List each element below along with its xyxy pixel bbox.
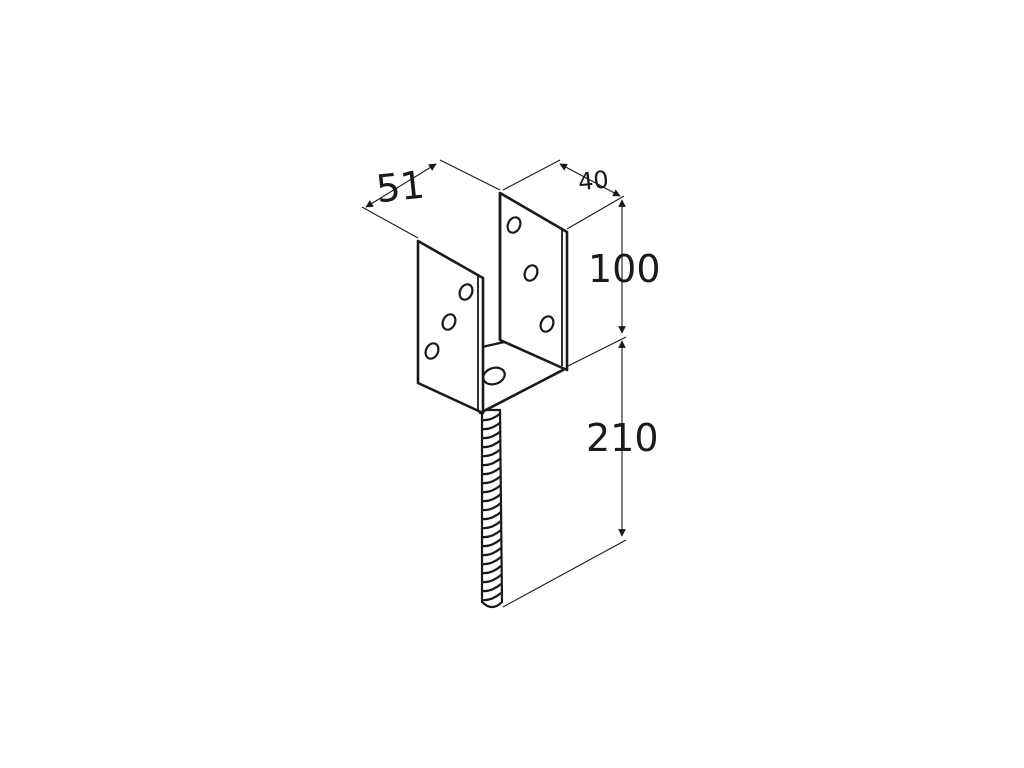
rod-thread	[481, 502, 502, 512]
rod-thread	[481, 511, 502, 521]
front-flange	[416, 239, 485, 415]
back-hole-2	[523, 264, 539, 282]
rod-thread	[481, 466, 502, 476]
rod-thread	[481, 565, 502, 575]
dim-51-extension-left	[361, 206, 419, 239]
back-hole-1	[506, 216, 522, 234]
rod-thread	[481, 439, 502, 449]
rod-thread	[481, 493, 502, 503]
dim-40-extension-left	[502, 159, 561, 191]
rod-thread	[481, 430, 502, 440]
dim-label-100: 100	[588, 247, 661, 291]
dimension-lines	[361, 159, 627, 608]
rod-thread	[481, 457, 502, 467]
rod-thread	[481, 475, 502, 485]
rod-thread	[481, 484, 502, 494]
dim-label-40: 40	[577, 165, 610, 196]
rod-thread	[481, 421, 502, 431]
front-hole-1	[458, 283, 474, 301]
dim-40-line	[559, 163, 621, 197]
rod-threads	[481, 412, 502, 602]
back-flange	[498, 191, 569, 372]
dim-100-extension-bottom	[565, 336, 627, 368]
threaded-rod	[480, 408, 504, 609]
rod-thread	[481, 538, 502, 548]
rod-thread	[481, 583, 502, 593]
dim-51-line	[365, 163, 437, 208]
dim-210-extension-bottom	[502, 539, 627, 608]
rod-thread	[481, 529, 502, 539]
rod-thread	[481, 592, 502, 602]
front-hole-2	[441, 313, 457, 331]
rod-thread	[481, 448, 502, 458]
rod-thread	[481, 574, 502, 584]
back-hole-3	[539, 315, 555, 333]
rod-thread	[481, 412, 502, 422]
front-hole-3	[424, 342, 440, 360]
rod-thread	[481, 547, 502, 557]
dim-label-51: 51	[374, 163, 427, 212]
dim-label-210: 210	[586, 416, 659, 460]
rod-thread	[481, 556, 502, 566]
rod-thread	[481, 520, 502, 530]
dim-51-extension-right	[439, 159, 501, 191]
dim-40-extension-right	[566, 195, 625, 230]
